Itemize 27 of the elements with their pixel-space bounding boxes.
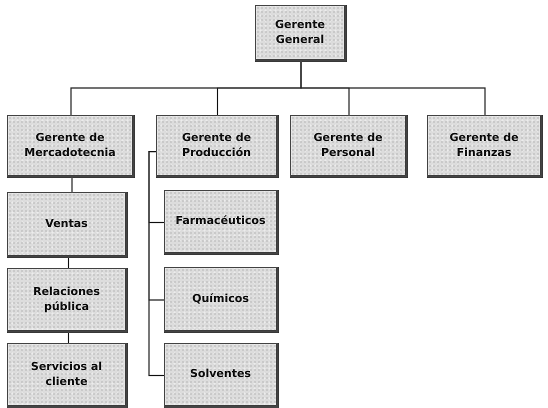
connector-line [148, 150, 164, 376]
box-label: Farmacéuticos [174, 214, 267, 229]
box-label: Ventas [44, 216, 89, 232]
box-label: Servicios al cliente [30, 360, 104, 390]
org-box [7, 343, 128, 408]
box-label: Gerente General [274, 18, 326, 48]
org-box [255, 5, 347, 62]
connector-line [71, 178, 73, 192]
org-box [164, 343, 279, 408]
box-label: Gerente de Personal [312, 130, 384, 160]
connector-line [68, 258, 70, 268]
org-box [290, 115, 408, 178]
box-label: Gerente de Mercadotecnia [23, 130, 117, 160]
box-label: Solventes [189, 367, 252, 382]
org-box [156, 115, 279, 178]
org-box [164, 190, 279, 255]
box-label: Gerente de Producción [180, 130, 252, 160]
connector-line [68, 333, 70, 343]
box-label: Químicos [191, 292, 250, 306]
connector-line [300, 62, 486, 115]
box-label: Gerente de Finanzas [448, 130, 520, 160]
box-label: Relaciones pública [32, 284, 101, 314]
org-box [7, 192, 128, 258]
org-box [164, 267, 279, 333]
org-box [427, 115, 543, 178]
org-box [7, 115, 135, 178]
org-box [7, 268, 128, 333]
